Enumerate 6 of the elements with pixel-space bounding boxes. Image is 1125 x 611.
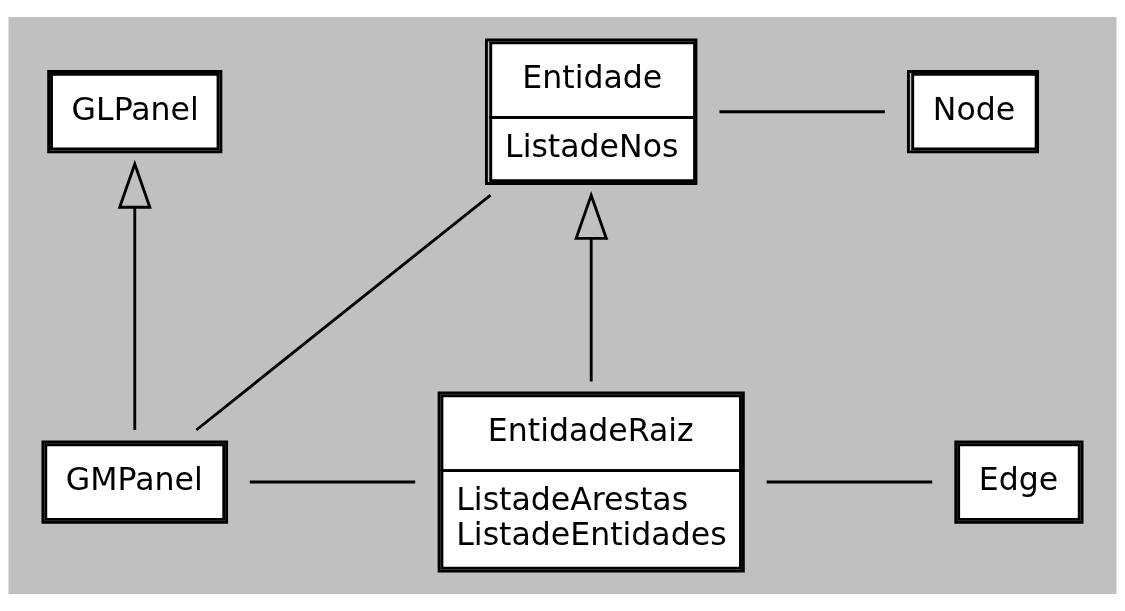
arrow [574,190,609,382]
connector [249,480,416,484]
connector [719,110,885,114]
connector [766,480,933,484]
connector [195,193,492,432]
arrow [117,159,152,430]
